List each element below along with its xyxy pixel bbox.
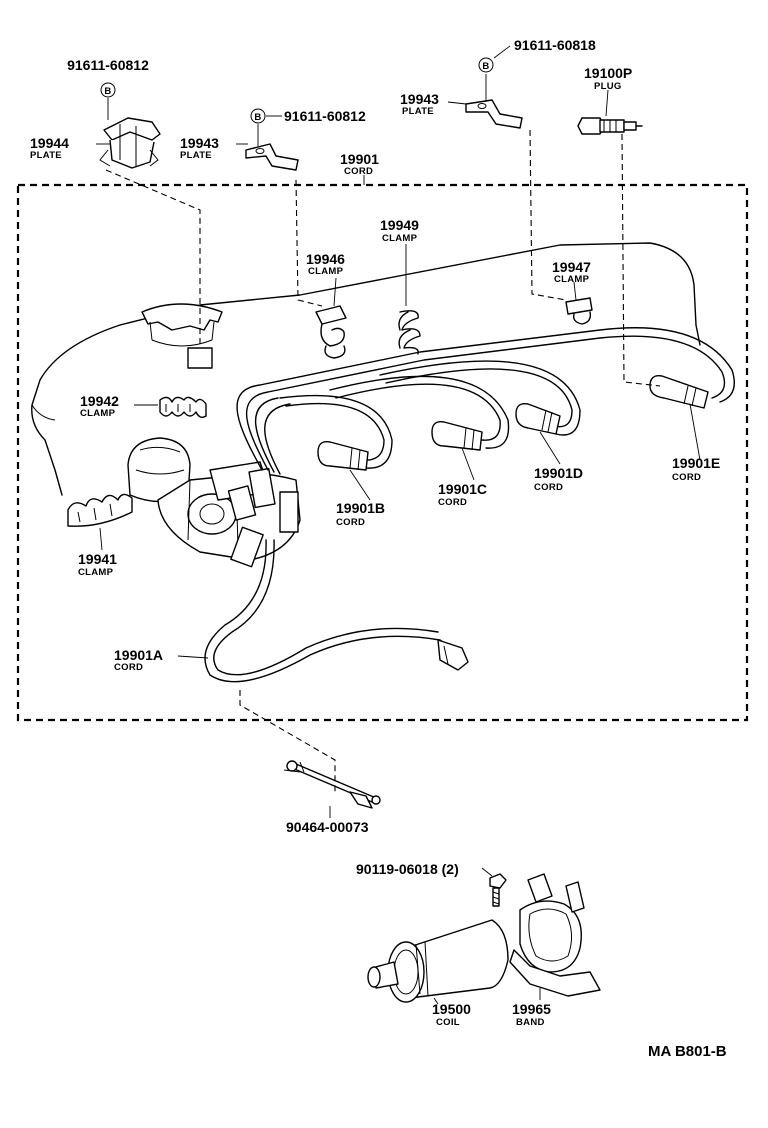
bolt-marker-right: B — [478, 45, 511, 73]
label-19901c: 19901C — [438, 481, 487, 497]
label-19100p-name: PLUG — [594, 81, 622, 92]
label-19500: 19500 — [432, 1001, 471, 1017]
cord-harness — [204, 327, 735, 683]
bolt-marker-label: B — [104, 86, 111, 97]
label-90464-00073: 90464-00073 — [286, 819, 369, 835]
engine-outline — [31, 242, 701, 496]
label-19943-left-name: PLATE — [180, 150, 212, 161]
clamp-19946-shape — [295, 179, 347, 359]
label-19965: 19965 — [512, 1001, 551, 1017]
label-19500-name: COIL — [436, 1017, 460, 1028]
label-90119-06018: 90119-06018 (2) — [356, 861, 459, 877]
spark-plug-shape — [577, 117, 661, 387]
label-19947-name: CLAMP — [554, 274, 590, 285]
bolt-marker-left: B — [100, 82, 116, 98]
label-19944: 19944 — [30, 135, 69, 151]
bolt-marker-mid: B — [250, 108, 282, 124]
label-19901e: 19901E — [672, 455, 720, 471]
label-19901d-name: CORD — [534, 482, 563, 493]
clamp-19941-shape — [67, 493, 133, 551]
bolt-marker-label: B — [254, 112, 261, 123]
label-91611-60812-mid: 91611-60812 — [284, 108, 366, 124]
plate-19944-shape — [99, 98, 201, 268]
clamp-19949-shape — [398, 244, 421, 355]
assembly-boundary — [16, 183, 749, 722]
label-19901b: 19901B — [336, 500, 385, 516]
coil-19500-shape — [367, 919, 509, 1005]
label-19942-name: CLAMP — [80, 408, 116, 419]
clamp-19947-shape — [529, 129, 593, 325]
bolt-marker-label: B — [482, 61, 489, 72]
label-19901e-name: CORD — [672, 472, 701, 483]
label-19901: 19901 — [340, 151, 379, 167]
label-19901d: 19901D — [534, 465, 583, 481]
clamp-19942-shape — [159, 396, 207, 419]
label-19943-right: 19943 — [400, 91, 439, 107]
plate-19943-left-shape — [245, 124, 299, 171]
label-19943-right-name: PLATE — [402, 106, 434, 117]
label-19901a: 19901A — [114, 647, 163, 663]
label-19100p: 19100P — [584, 65, 632, 81]
label-19965-name: BAND — [516, 1017, 545, 1028]
label-19901c-name: CORD — [438, 497, 467, 508]
leader-lines — [96, 89, 701, 659]
label-19941: 19941 — [78, 551, 117, 567]
label-19949-name: CLAMP — [382, 233, 418, 244]
label-19944-name: PLATE — [30, 150, 62, 161]
label-19901b-name: CORD — [336, 517, 365, 528]
label-19946-name: CLAMP — [308, 266, 344, 277]
bolt-90119-shape — [481, 867, 507, 907]
label-19949: 19949 — [380, 217, 419, 233]
label-19901-name: CORD — [344, 166, 373, 177]
label-19901a-name: CORD — [114, 662, 143, 673]
label-19941-name: CLAMP — [78, 567, 114, 578]
distributor — [127, 437, 301, 568]
label-91611-60812-left: 91611-60812 — [67, 57, 149, 73]
wire-90464-shape — [239, 690, 381, 818]
reference-code: MA B801-B — [648, 1043, 727, 1060]
label-19943-left: 19943 — [180, 135, 219, 151]
label-91611-60818: 91611-60818 — [514, 37, 596, 53]
label-19947: 19947 — [552, 259, 591, 275]
band-19965-shape — [509, 873, 601, 1000]
label-19946: 19946 — [306, 251, 345, 267]
plug-boots — [317, 375, 709, 471]
plate-19943-right-shape — [465, 74, 523, 129]
label-19942: 19942 — [80, 393, 119, 409]
